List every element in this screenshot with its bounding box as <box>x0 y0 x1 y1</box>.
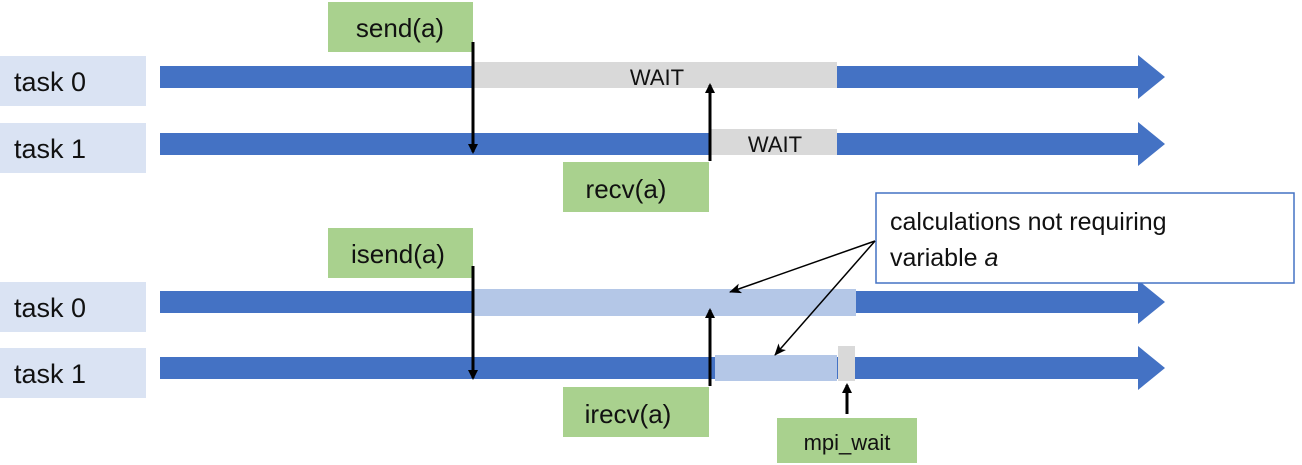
task1-wait-block <box>711 129 837 155</box>
nb-task1-label-box <box>0 348 146 398</box>
irecv-call-label: irecv(a) <box>585 399 672 429</box>
nb-task0-label: task 0 <box>14 293 86 323</box>
irecv-call-box <box>563 387 709 437</box>
task0-label-box <box>0 56 146 106</box>
send-call-box <box>328 2 473 52</box>
recv-call-label: recv(a) <box>586 174 667 204</box>
mpi-wait-call-box <box>777 418 917 463</box>
note-variable: a <box>985 244 999 272</box>
nb-task0-calc-block <box>473 289 856 316</box>
nb-task1-label: task 1 <box>14 359 86 389</box>
note-line2-prefix: variable <box>890 244 985 272</box>
recv-call-box <box>563 162 709 212</box>
task0-wait-block <box>473 62 837 88</box>
note-line1: calculations not requiring <box>890 208 1167 236</box>
task1-label-box <box>0 123 146 173</box>
note-box <box>875 192 1295 284</box>
task0-wait-label: WAIT <box>630 65 684 90</box>
note-pointer-task0 <box>729 240 876 294</box>
task1-timeline-arrow <box>160 122 1165 166</box>
nb-task1-calc-block <box>715 355 837 381</box>
task1-label: task 1 <box>14 134 86 164</box>
nb-task0-label-box <box>0 282 146 332</box>
task1-wait-label: WAIT <box>748 132 802 157</box>
isend-call-label: isend(a) <box>351 239 445 269</box>
task0-label: task 0 <box>14 67 86 97</box>
nb-task1-timeline-arrow <box>160 346 1165 390</box>
isend-call-box <box>328 228 473 278</box>
send-call-label: send(a) <box>356 13 444 43</box>
nb-task1-wait-block <box>838 346 855 381</box>
note-line2: variable a <box>890 244 999 272</box>
mpi-wait-call-label: mpi_wait <box>804 430 891 455</box>
note-pointer-task1 <box>774 240 876 356</box>
